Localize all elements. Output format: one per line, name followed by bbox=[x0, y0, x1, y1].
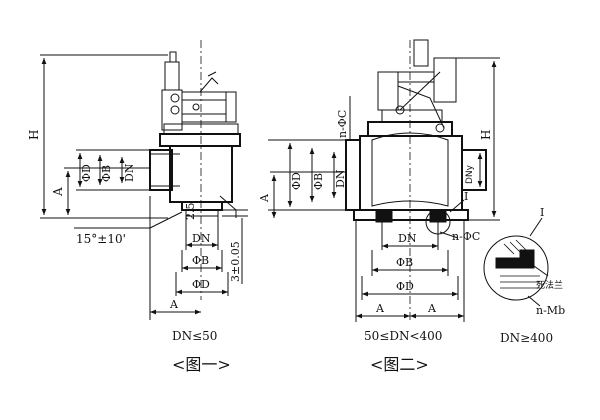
fig1-H-label: H bbox=[27, 130, 41, 140]
fig1-A-vertical-label: A bbox=[51, 187, 65, 197]
fig2-phiD-label: ΦD bbox=[290, 172, 303, 190]
fig1-gap-label: 2.5 bbox=[184, 203, 197, 221]
fig1-thickness-label: 3±0.05 bbox=[229, 241, 242, 282]
fig2-phiB-bottom-label: ΦB bbox=[396, 256, 413, 269]
detail-nMb-label: n-Mb bbox=[536, 304, 565, 317]
fig1-range-label: DN≤50 bbox=[172, 329, 217, 343]
fig2-A-vertical-label: A bbox=[258, 193, 271, 203]
fig2-phiB-label: ΦB bbox=[312, 173, 325, 190]
fig2-DNy-label: DNy bbox=[465, 164, 475, 184]
fig2-A-left-label: A bbox=[375, 302, 385, 315]
fig1-DN-label: DN bbox=[123, 163, 136, 182]
detail-range-label: DN≥400 bbox=[500, 331, 553, 345]
detail-I-label: I bbox=[540, 206, 544, 219]
figure-2: n-ΦC ΦD ΦB DN A H DNy bbox=[258, 39, 500, 374]
fig2-nphiC-bottom-label: n-ΦC bbox=[452, 230, 480, 243]
fig2-nphiC-top-label: n-ΦC bbox=[336, 110, 349, 138]
fig1-bottom-dims: DN ΦB ΦD 3±0.05 A bbox=[149, 196, 248, 320]
fig1-phiD-label: ΦD bbox=[80, 164, 93, 182]
fig1-A-horizontal-label: A bbox=[169, 298, 179, 311]
fig2-left-dims: ΦD ΦB DN A bbox=[258, 139, 347, 218]
detail-I: I 死法兰 n-Mb DN≥400 bbox=[483, 206, 565, 345]
detail-flange-label: 死法兰 bbox=[536, 279, 563, 291]
fig2-DNy-dim: DNy bbox=[465, 149, 486, 187]
fig2-DN-bottom-label: DN bbox=[398, 232, 417, 245]
fig2-actuator bbox=[377, 39, 457, 133]
detail-flange-section bbox=[495, 249, 535, 269]
fig1-dim-H: H bbox=[27, 54, 168, 219]
fig1-angle-label: 15°±10' bbox=[76, 232, 126, 246]
fig2-I-label: I bbox=[464, 190, 468, 203]
fig2-dim-H: H bbox=[440, 57, 500, 221]
fig1-phiD-bottom-label: ΦD bbox=[192, 278, 210, 291]
fig2-top-nphiC: n-ΦC bbox=[336, 96, 351, 140]
fig2-A-right-label: A bbox=[427, 302, 437, 315]
fig2-range-label: 50≤DN<400 bbox=[364, 329, 442, 343]
figure-1: H A ΦD ΦB DN 2.5 15°±10' bbox=[27, 40, 248, 374]
fig1-caption: <图一> bbox=[172, 355, 231, 374]
fig2-H-label: H bbox=[479, 130, 493, 140]
fig2-phiD-bottom-label: ΦD bbox=[396, 280, 414, 293]
fig1-angle-note: 15°±10' bbox=[74, 211, 183, 246]
fig2-caption: <图二> bbox=[370, 355, 429, 374]
fig1-DN-bottom-label: DN bbox=[192, 232, 211, 245]
fig2-DN-label: DN bbox=[334, 169, 347, 188]
fig2-bottom-dims: DN n-ΦC ΦB ΦD A A bbox=[355, 220, 480, 322]
fig1-outlet-dims: ΦD ΦB DN bbox=[76, 149, 150, 191]
fig1-phiB-bottom-label: ΦB bbox=[192, 254, 209, 267]
fig1-phiB-label: ΦB bbox=[100, 165, 113, 182]
